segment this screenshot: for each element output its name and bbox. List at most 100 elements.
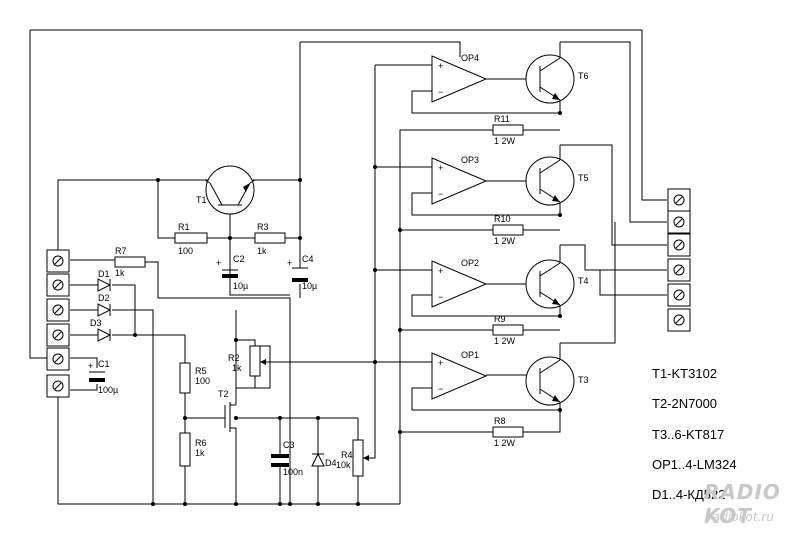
legend-line-4: OP1..4-LM324 bbox=[652, 457, 737, 472]
t1-label: T1 bbox=[196, 195, 207, 205]
transistor-t3: T3 bbox=[525, 343, 589, 410]
opamp-op4: + − OP4 bbox=[431, 53, 488, 103]
watermark-logo: RADIO KOT bbox=[704, 480, 781, 528]
c4-plus: + bbox=[287, 258, 292, 268]
op1-label: OP1 bbox=[461, 350, 479, 360]
r11-value: 1 2W bbox=[494, 136, 516, 146]
c2-label: C2 bbox=[233, 254, 245, 264]
terminal bbox=[667, 258, 691, 282]
op4-label: OP4 bbox=[461, 53, 479, 63]
resistor-r7: R7 1k bbox=[114, 246, 146, 278]
legend-line-5: D1..4-КД522 bbox=[652, 487, 726, 502]
r6-label: R6 bbox=[195, 438, 207, 448]
c4-value: 10µ bbox=[302, 281, 317, 291]
r9-label: R9 bbox=[494, 314, 506, 324]
capacitor-c4: + C4 10µ bbox=[287, 254, 317, 291]
resistor-r3: R3 1k bbox=[254, 222, 286, 256]
c2-value: 10µ bbox=[233, 281, 248, 291]
terminal bbox=[667, 283, 691, 307]
r7-value: 1k bbox=[115, 268, 125, 278]
op4-minus: − bbox=[438, 87, 443, 97]
capacitor-c3: C3 100n bbox=[271, 440, 303, 478]
t5-label: T5 bbox=[578, 173, 589, 183]
terminal bbox=[667, 188, 691, 212]
d2-label: D2 bbox=[98, 293, 110, 303]
diode-d3: D3 bbox=[90, 318, 112, 342]
transistor-t6: T6 bbox=[525, 42, 589, 113]
c4-label: C4 bbox=[302, 254, 314, 264]
transistor-t4: T4 bbox=[525, 245, 589, 316]
transistor-t5: T5 bbox=[525, 145, 589, 215]
mosfet-t2: T2 bbox=[218, 389, 237, 432]
r6-value: 1k bbox=[195, 448, 205, 458]
op1-minus: − bbox=[438, 384, 443, 394]
resistor-r11: R11 1 2W bbox=[492, 114, 524, 146]
op1-plus: + bbox=[438, 358, 443, 368]
transistor-t1: T1 bbox=[196, 165, 256, 215]
capacitor-c2: + C2 10µ bbox=[216, 254, 248, 291]
r2-label: R2 bbox=[228, 353, 240, 363]
right-connector bbox=[667, 188, 691, 332]
potentiometer-r4: R4 10k bbox=[336, 439, 369, 477]
opamp-op3: + − OP3 bbox=[431, 155, 488, 205]
c2-plus: + bbox=[216, 258, 221, 268]
op3-plus: + bbox=[438, 163, 443, 173]
terminal bbox=[46, 249, 70, 273]
r8-label: R8 bbox=[494, 416, 506, 426]
r8-value: 1 2W bbox=[494, 438, 516, 448]
resistor-r8: R8 1 2W bbox=[492, 416, 524, 448]
c3-value: 100n bbox=[283, 467, 303, 477]
potentiometer-r2: R2 1k bbox=[228, 345, 270, 377]
capacitor-c1: + C1 100µ bbox=[88, 359, 118, 395]
op4-plus: + bbox=[438, 61, 443, 71]
c1-value: 100µ bbox=[98, 385, 118, 395]
terminal bbox=[46, 273, 70, 297]
r7-label: R7 bbox=[115, 246, 127, 256]
left-connector bbox=[46, 249, 70, 398]
legend-line-2: T2-2N7000 bbox=[652, 396, 718, 411]
resistor-r6: R6 1k bbox=[179, 432, 207, 467]
terminal bbox=[667, 308, 691, 332]
resistor-r1: R1 100 bbox=[174, 222, 208, 256]
watermark-site: radiokot.ru bbox=[708, 510, 774, 524]
diode-d1: D1 bbox=[97, 269, 112, 292]
c1-label: C1 bbox=[98, 359, 110, 369]
r3-value: 1k bbox=[257, 246, 267, 256]
r4-value: 10k bbox=[336, 460, 351, 470]
r11-label: R11 bbox=[494, 114, 510, 124]
terminal bbox=[46, 323, 70, 347]
opamp-op2: + − OP2 bbox=[431, 258, 488, 308]
r4-label: R4 bbox=[341, 450, 353, 460]
d1-label: D1 bbox=[98, 269, 110, 279]
r1-value: 100 bbox=[178, 246, 193, 256]
t2-label: T2 bbox=[218, 389, 229, 399]
op3-label: OP3 bbox=[461, 155, 479, 165]
terminal bbox=[667, 210, 691, 234]
op2-label: OP2 bbox=[461, 258, 479, 268]
opamp-op1: + − OP1 bbox=[431, 350, 488, 400]
t6-label: T6 bbox=[578, 71, 589, 81]
legend-line-3: T3..6-KT817 bbox=[652, 427, 725, 442]
op3-minus: − bbox=[438, 189, 443, 199]
resistor-r5: R5 100 bbox=[179, 362, 210, 394]
r10-value: 1 2W bbox=[494, 236, 516, 246]
r1-label: R1 bbox=[178, 222, 190, 232]
terminal bbox=[46, 298, 70, 322]
resistor-r10: R10 1 2W bbox=[492, 214, 524, 246]
r5-label: R5 bbox=[195, 366, 207, 376]
d4-label: D4 bbox=[325, 458, 337, 468]
r10-label: R10 bbox=[494, 214, 511, 224]
terminal bbox=[46, 347, 70, 371]
op2-minus: − bbox=[438, 292, 443, 302]
r2-value: 1k bbox=[232, 363, 242, 373]
op2-plus: + bbox=[438, 266, 443, 276]
r9-value: 1 2W bbox=[494, 336, 516, 346]
c3-label: C3 bbox=[283, 440, 295, 450]
r5-value: 100 bbox=[195, 376, 210, 386]
r3-label: R3 bbox=[257, 222, 269, 232]
terminal bbox=[46, 374, 70, 398]
terminal bbox=[667, 233, 691, 257]
diode-d4: D4 bbox=[311, 440, 337, 476]
t4-label: T4 bbox=[578, 276, 589, 286]
